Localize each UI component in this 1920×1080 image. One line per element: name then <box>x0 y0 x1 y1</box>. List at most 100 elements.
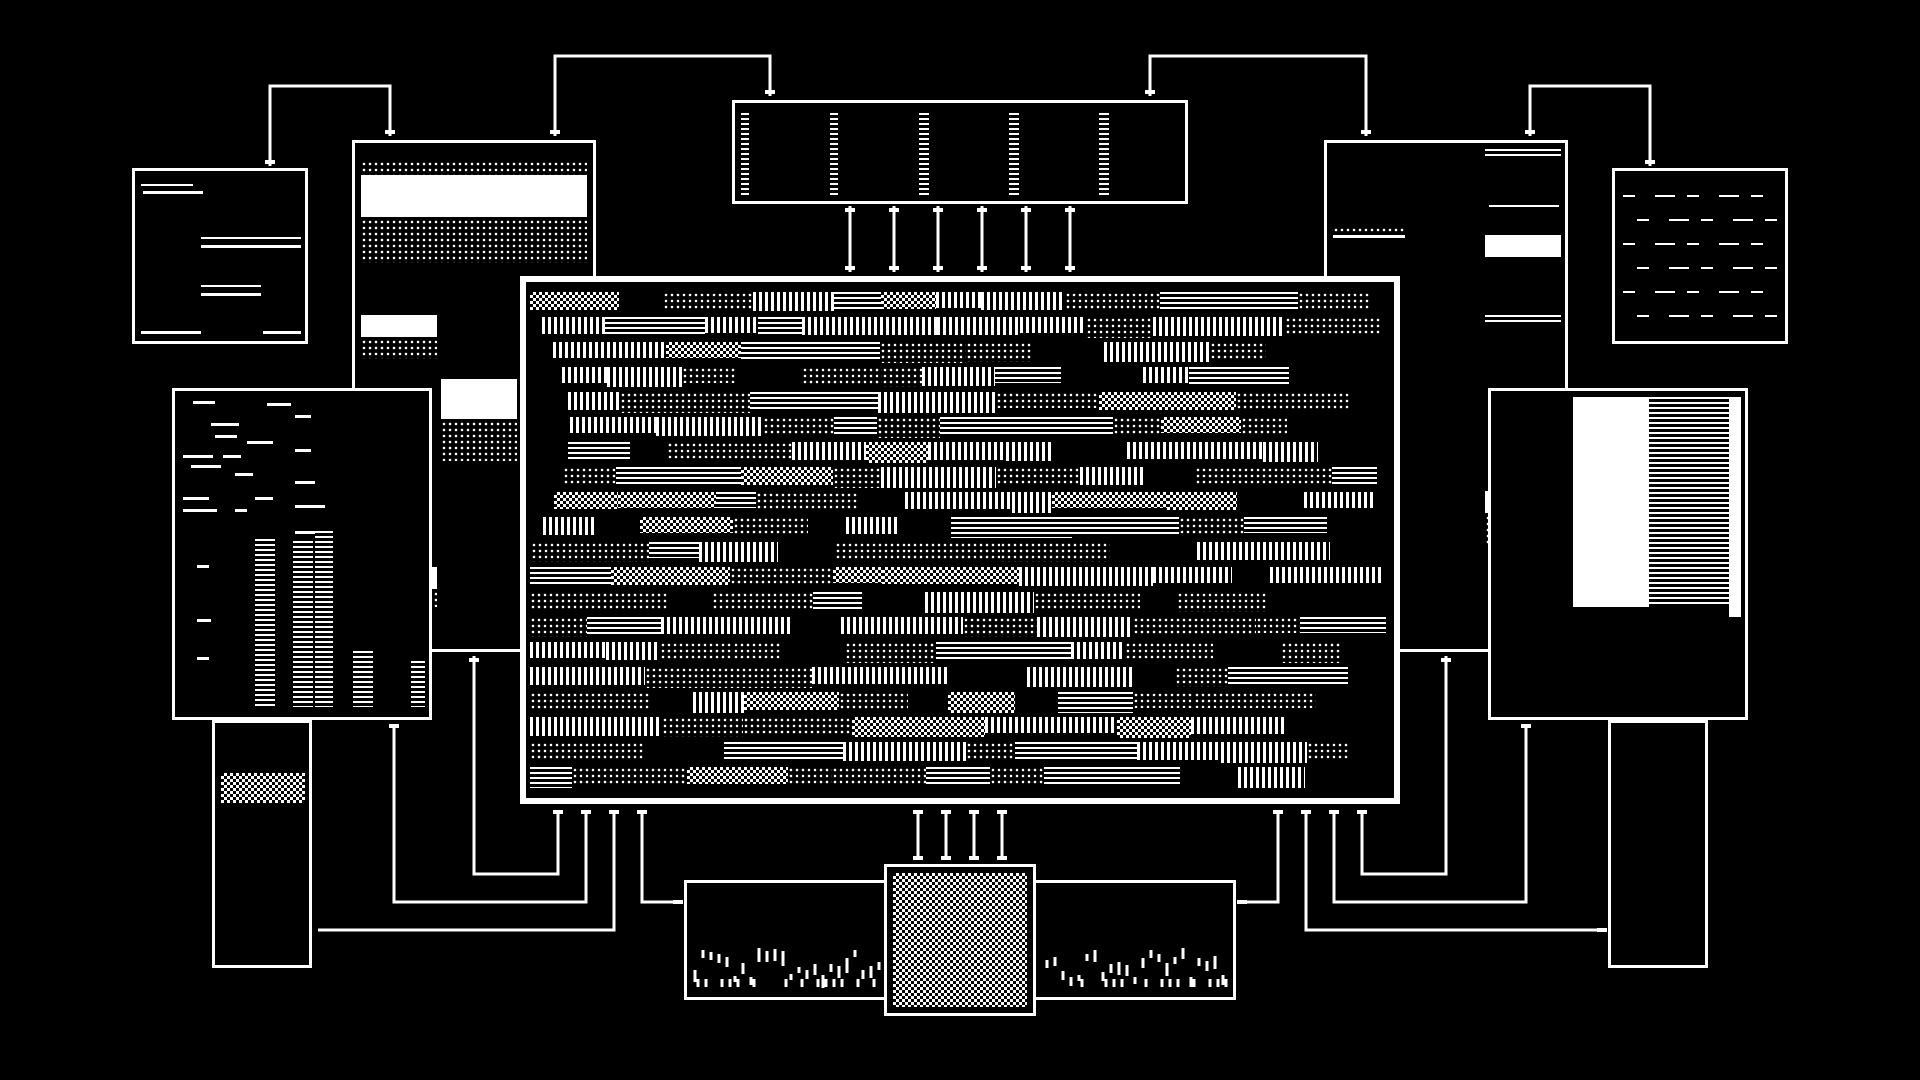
dot-cluster <box>1687 195 1699 199</box>
matrix-cell <box>951 517 1072 538</box>
connector-pin-icon <box>389 724 399 728</box>
connector-pin-icon <box>1357 810 1367 814</box>
matrix-cell <box>605 317 705 336</box>
bottom-center-checker-block <box>884 864 1036 1016</box>
matrix-cell <box>802 367 882 385</box>
matrix-cell <box>1177 592 1267 612</box>
connector-pin-icon <box>637 810 647 814</box>
dither-pattern-icon <box>893 873 1027 1007</box>
matrix-cell <box>1244 517 1327 533</box>
connector-pin-icon <box>913 810 923 814</box>
log-entry <box>235 509 247 512</box>
top-right-mini-panel <box>1612 168 1788 344</box>
top-center-meter-panel <box>732 100 1188 204</box>
matrix-cell <box>530 292 619 310</box>
log-column <box>315 531 333 707</box>
matrix-cell <box>812 667 950 684</box>
wire <box>1240 810 1280 904</box>
matrix-cell <box>966 742 1015 760</box>
matrix-cell <box>852 717 985 737</box>
connector-pin-icon <box>581 810 591 814</box>
dot-cluster <box>1765 219 1777 223</box>
log-entry <box>247 441 273 444</box>
dot-cluster <box>1751 243 1763 247</box>
connector-pin-icon <box>933 266 943 270</box>
matrix-cell <box>839 692 908 710</box>
connector-pin-icon <box>1521 724 1531 728</box>
log-entry <box>183 455 213 458</box>
matrix-cell <box>693 692 744 713</box>
dot-cluster <box>1655 195 1675 199</box>
matrix-cell <box>985 717 1117 733</box>
connector-pin-icon <box>845 266 855 270</box>
connector-pin-icon <box>1329 810 1339 814</box>
matrix-cell <box>963 617 1037 637</box>
matrix-cell <box>1000 542 1110 562</box>
meter-column <box>741 113 749 197</box>
matrix-cell <box>543 517 595 535</box>
wire <box>1148 54 1368 136</box>
wire <box>472 656 560 876</box>
matrix-cell <box>802 317 937 335</box>
matrix-cell <box>1160 292 1298 311</box>
dither-pattern-icon <box>1333 227 1405 233</box>
matrix-cell <box>741 467 833 485</box>
wire <box>392 724 588 904</box>
dot-cluster <box>1733 267 1753 271</box>
connector-pin-icon <box>265 160 275 164</box>
matrix-cell <box>1191 717 1287 734</box>
matrix-cell <box>937 317 1020 335</box>
matrix-cell <box>1194 692 1316 708</box>
histogram-fill <box>1573 397 1649 607</box>
matrix-cell <box>530 717 662 736</box>
storage-block <box>441 379 517 419</box>
matrix-cell <box>1281 642 1340 663</box>
matrix-cell <box>772 667 812 688</box>
matrix-cell <box>666 342 741 358</box>
matrix-cell <box>562 367 607 383</box>
matrix-cell <box>530 592 669 611</box>
histogram-edge <box>1729 397 1741 617</box>
storage-strip <box>1485 315 1561 325</box>
matrix-cell <box>905 492 1012 509</box>
log-column <box>411 661 425 707</box>
matrix-cell <box>936 292 981 308</box>
dither-pattern-icon <box>361 161 587 175</box>
matrix-cell <box>572 767 687 784</box>
matrix-cell <box>645 667 772 688</box>
matrix-cell <box>1099 392 1236 410</box>
dot-cluster <box>1719 291 1739 295</box>
matrix-cell <box>687 767 788 784</box>
matrix-cell <box>618 492 716 508</box>
dot-cluster <box>1655 243 1675 247</box>
log-column <box>293 541 313 707</box>
dot-cluster <box>1637 219 1649 223</box>
matrix-cell <box>689 467 741 487</box>
matrix-cell <box>682 367 735 383</box>
connector-pin-icon <box>385 130 395 134</box>
connector-pin-icon <box>1237 900 1247 904</box>
matrix-cell <box>1071 642 1125 659</box>
matrix-cell <box>1086 317 1153 338</box>
storage-block <box>1485 235 1561 257</box>
matrix-cell <box>1065 292 1160 309</box>
dot-cluster <box>1701 219 1713 223</box>
connector-pin-icon <box>1525 130 1535 134</box>
connector-pin-icon <box>1021 266 1031 270</box>
matrix-cell <box>660 642 733 659</box>
matrix-cell <box>1179 517 1244 536</box>
matrix-cell <box>940 417 1039 434</box>
wire <box>640 810 680 904</box>
meter-column <box>1009 113 1019 197</box>
matrix-cell <box>1137 742 1221 760</box>
matrix-cell <box>833 467 881 488</box>
matrix-cell <box>607 367 682 387</box>
dot-cluster <box>1733 315 1753 319</box>
wire <box>1332 724 1528 904</box>
matrix-cell <box>756 492 857 510</box>
log-column <box>353 651 373 707</box>
matrix-cell <box>996 467 1080 485</box>
matrix-cell <box>616 467 689 486</box>
log-entry <box>295 415 311 418</box>
matrix-cell <box>554 492 618 509</box>
